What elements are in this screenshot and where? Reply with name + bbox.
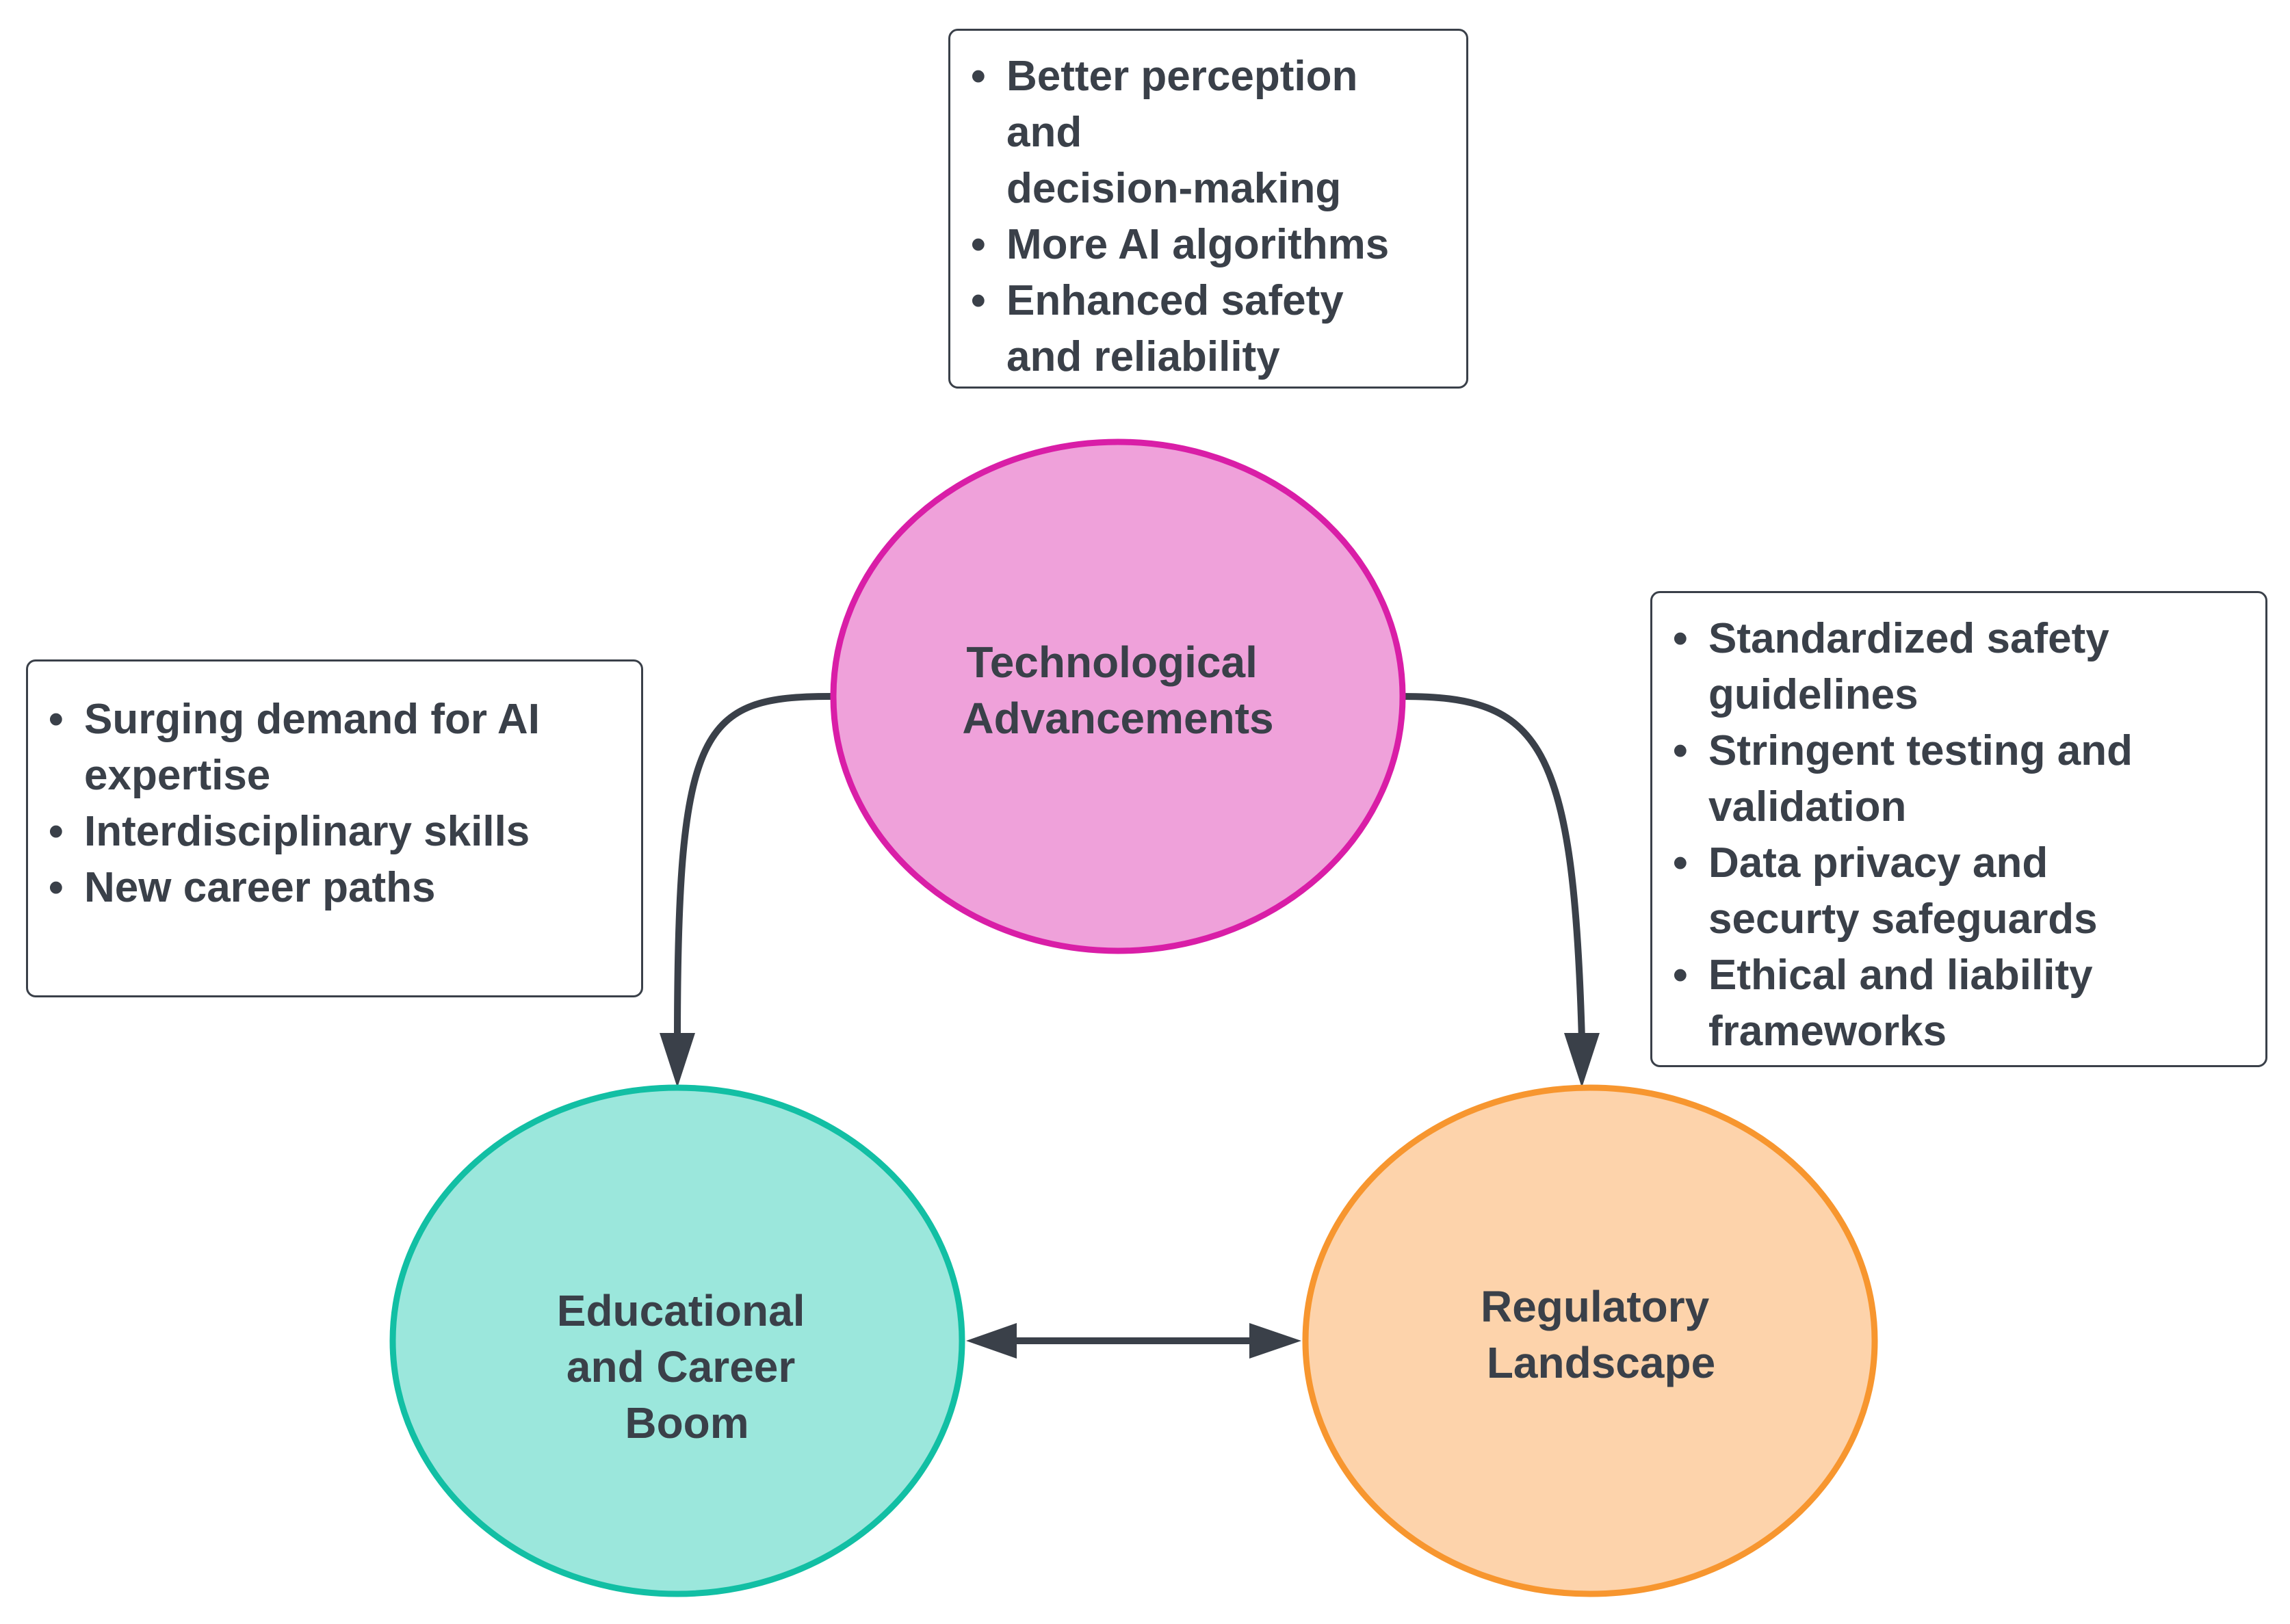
list-item-text: Stringent testing and validation (1708, 727, 2133, 830)
node-technological-shape (830, 438, 1406, 954)
node-educational: Educational and Career Boom (389, 1084, 965, 1597)
info-list-technological: Better perception and decision-making Mo… (950, 49, 1453, 385)
list-item: New career paths (28, 860, 627, 916)
list-item-text: Better perception and decision-making (1006, 53, 1358, 212)
list-item: Better perception and decision-making (950, 49, 1453, 217)
list-item: Standardized safety guidelines (1652, 611, 2252, 723)
node-educational-line-3: Boom (625, 1398, 749, 1448)
node-educational-shape (389, 1084, 965, 1597)
arrowhead-left (966, 1323, 1017, 1359)
list-item: Ethical and liability frameworks (1652, 947, 2252, 1060)
info-box-educational: Surging demand for AI expertise Interdis… (26, 659, 643, 997)
arrowhead-right (1249, 1323, 1301, 1359)
info-list-regulatory: Standardized safety guidelines Stringent… (1652, 611, 2252, 1060)
info-box-regulatory: Standardized safety guidelines Stringent… (1650, 591, 2267, 1067)
list-item-text: More AI algorithms (1006, 221, 1390, 268)
list-item: Interdisciplinary skills (28, 804, 627, 860)
list-item: Surging demand for AI expertise (28, 692, 627, 804)
node-educational-line-2: and Career (567, 1342, 795, 1391)
arrowhead-edu (660, 1033, 695, 1088)
node-technological: Technological Advancements (830, 438, 1406, 954)
list-item-text: Data privacy and securty safeguards (1708, 839, 2098, 943)
node-regulatory-label: Regulatory Landscape (1481, 1282, 1721, 1387)
list-item: Enhanced safety and reliability (950, 273, 1453, 385)
node-technological-line-1: Technological (966, 638, 1258, 687)
list-item-text: Surging demand for AI expertise (84, 696, 540, 799)
list-item: More AI algorithms (950, 217, 1453, 273)
list-item-text: New career paths (84, 864, 436, 911)
connector-tech-to-edu (674, 693, 831, 1040)
info-box-technological: Better perception and decision-making Mo… (948, 29, 1468, 389)
arrowhead-reg (1564, 1033, 1600, 1088)
node-technological-line-2: Advancements (962, 694, 1273, 743)
node-regulatory-line-1: Regulatory (1481, 1282, 1710, 1331)
info-list-educational: Surging demand for AI expertise Interdis… (28, 692, 627, 916)
connector-tech-to-reg (1402, 693, 1585, 1040)
node-educational-label: Educational and Career Boom (557, 1286, 818, 1448)
node-regulatory-shape (1302, 1084, 1878, 1597)
list-item-text: Enhanced safety and reliability (1006, 277, 1344, 380)
node-educational-line-1: Educational (557, 1286, 805, 1335)
list-item: Stringent testing and validation (1652, 723, 2252, 835)
node-regulatory: Regulatory Landscape (1302, 1084, 1878, 1597)
node-regulatory-line-2: Landscape (1487, 1338, 1715, 1387)
list-item-text: Standardized safety guidelines (1708, 615, 2109, 718)
list-item: Data privacy and securty safeguards (1652, 835, 2252, 947)
node-technological-label: Technological Advancements (962, 638, 1273, 743)
list-item-text: Ethical and liability frameworks (1708, 952, 2093, 1055)
list-item-text: Interdisciplinary skills (84, 808, 530, 855)
